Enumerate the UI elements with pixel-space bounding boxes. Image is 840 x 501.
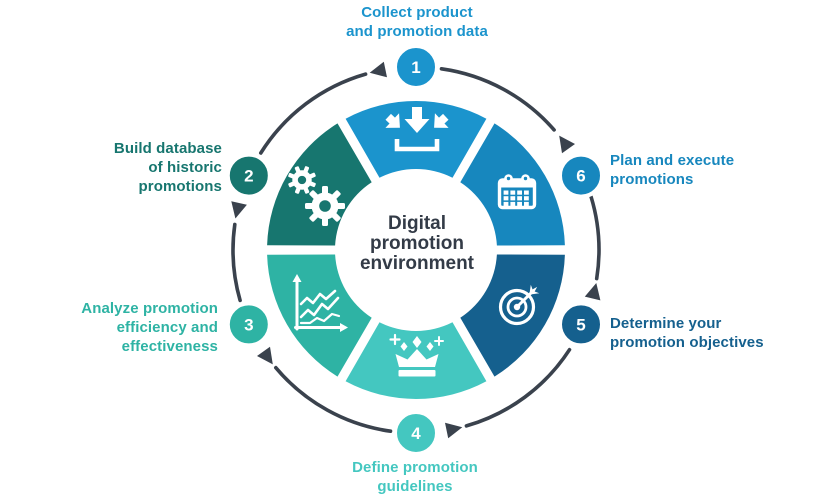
flow-arc-5-6 (589, 194, 601, 281)
step-label-objectives: Determine your promotion objectives (610, 315, 764, 351)
flow-arrowhead-1 (369, 61, 387, 78)
step-circle-5 (558, 301, 604, 348)
step-circle-2 (225, 152, 272, 199)
flow-arc-1-2 (259, 72, 368, 155)
segment-build-database (267, 123, 372, 246)
step-label-plan-execute: Plan and execute promotions (610, 152, 735, 188)
segment-collect-data (345, 101, 487, 178)
center-title: Digital promotion environment (359, 213, 475, 274)
target-icon (498, 284, 540, 326)
step-number-4: 4 (411, 424, 421, 443)
flow-arc-3-4 (274, 365, 393, 433)
calendar-icon (497, 174, 537, 210)
step-circle-6 (558, 152, 604, 199)
gears-icon (288, 166, 345, 226)
step-number-6: 6 (576, 167, 585, 186)
step-number-1: 1 (411, 58, 420, 77)
flow-arc-2-3 (231, 222, 242, 303)
collect-data-icon (385, 107, 449, 152)
segment-analyze (267, 254, 372, 377)
flow-arrowhead-4 (445, 422, 463, 439)
step-circle-3 (225, 301, 272, 348)
flow-arrowhead-3 (257, 346, 273, 365)
step-number-3: 3 (244, 315, 253, 334)
step-number-2: 2 (244, 167, 253, 186)
step-circle-1 (393, 44, 439, 90)
step-label-guidelines: Define promotion guidelines (352, 459, 478, 495)
step-label-build-database: Build database of historic promotions (113, 140, 222, 195)
line-chart-icon (292, 274, 348, 332)
flow-arrowhead-2 (231, 201, 247, 219)
step-circle-4 (393, 410, 439, 456)
flow-arc-4-5 (464, 347, 572, 428)
step-label-collect-data: Collect product and promotion data (346, 4, 488, 40)
flow-arrowhead-5 (584, 283, 601, 301)
step-number-5: 5 (576, 315, 585, 334)
crown-icon (389, 333, 444, 377)
flow-arrowhead-6 (559, 135, 575, 154)
flow-arc-6-1 (439, 67, 556, 132)
step-label-analyze: Analyze promotion efficiency and effecti… (81, 300, 218, 355)
